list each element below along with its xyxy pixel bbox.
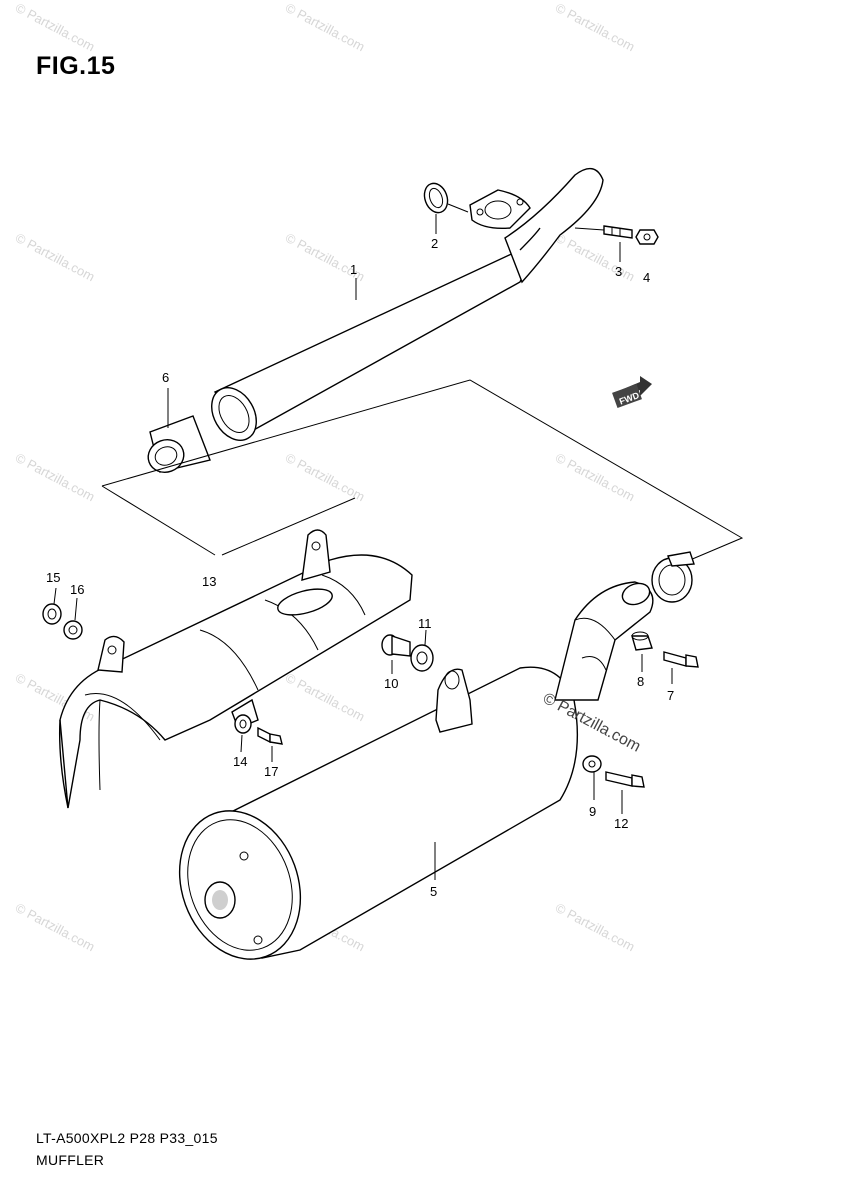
callout-9: 9 bbox=[589, 804, 596, 819]
model-code: LT-A500XPL2 P28 P33_015 bbox=[36, 1130, 218, 1146]
clip-part-15[interactable] bbox=[42, 587, 62, 625]
stud-bolt-part-3[interactable] bbox=[574, 225, 633, 239]
callout-8: 8 bbox=[637, 674, 644, 689]
callout-11: 11 bbox=[418, 616, 432, 631]
bolt-part-12[interactable] bbox=[605, 771, 645, 814]
callout-14: 14 bbox=[233, 754, 247, 769]
callout-6: 6 bbox=[162, 370, 169, 385]
heat-shield-part-13[interactable] bbox=[58, 529, 413, 809]
damper-part-11[interactable] bbox=[410, 629, 434, 672]
callout-16: 16 bbox=[70, 582, 84, 597]
callout-1: 1 bbox=[350, 262, 357, 277]
washer-part-9[interactable] bbox=[582, 755, 602, 800]
callout-10: 10 bbox=[384, 676, 398, 691]
nut-part-4[interactable] bbox=[635, 229, 659, 245]
grommet-part-16[interactable] bbox=[63, 597, 83, 640]
connector-pipe-part-6[interactable] bbox=[144, 388, 211, 477]
callout-4: 4 bbox=[643, 270, 650, 285]
callout-7: 7 bbox=[667, 688, 674, 703]
assembly-guide-line bbox=[221, 497, 356, 556]
callout-5: 5 bbox=[430, 884, 437, 899]
spacer-part-8[interactable] bbox=[631, 631, 653, 672]
callout-12: 12 bbox=[614, 816, 628, 831]
callout-2: 2 bbox=[431, 236, 438, 251]
bolt-part-7[interactable] bbox=[663, 651, 699, 684]
clamp-band[interactable] bbox=[651, 551, 695, 603]
exhaust-pipe-part-1[interactable] bbox=[203, 167, 604, 449]
section-name: MUFFLER bbox=[36, 1152, 105, 1168]
muffler-inlet-pipe[interactable] bbox=[554, 580, 654, 701]
muffler-part-5[interactable] bbox=[160, 666, 579, 976]
gasket-part-2[interactable] bbox=[421, 180, 469, 216]
rubber-mount-part-10[interactable] bbox=[381, 634, 411, 674]
assembly-guide-line bbox=[101, 485, 216, 556]
figure-title: FIG.15 bbox=[36, 52, 116, 80]
callout-13: 13 bbox=[202, 574, 216, 589]
assembly-guide-line bbox=[101, 379, 744, 561]
forward-direction-badge: FWD bbox=[612, 376, 652, 408]
callout-15: 15 bbox=[46, 570, 60, 585]
callout-3: 3 bbox=[615, 264, 622, 279]
callout-17: 17 bbox=[264, 764, 278, 779]
bolt-part-17[interactable] bbox=[257, 726, 283, 762]
washer-part-14[interactable] bbox=[234, 714, 252, 753]
